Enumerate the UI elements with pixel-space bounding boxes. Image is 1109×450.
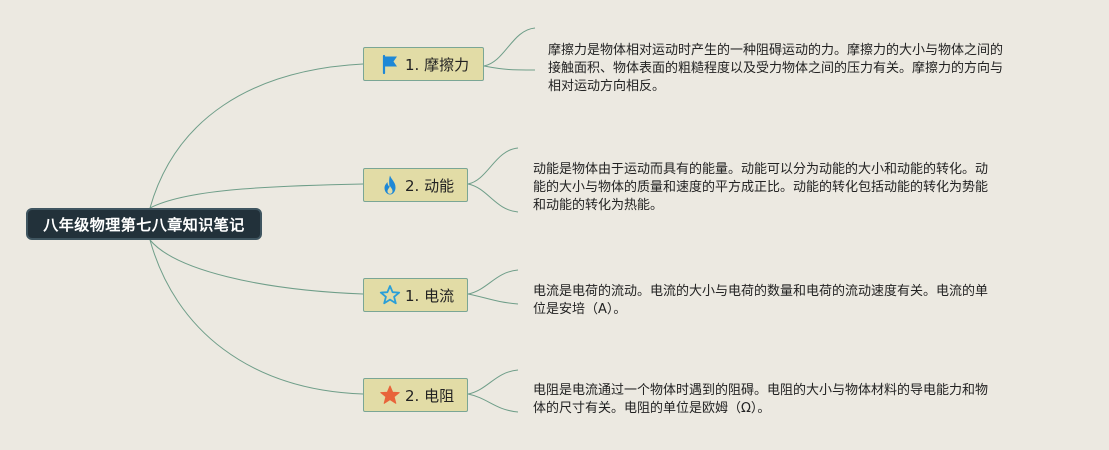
topic-resistance[interactable]: 2. 电阻 (363, 378, 468, 412)
note-friction: 摩擦力是物体相对运动时产生的一种阻碍运动的力。摩擦力的大小与物体之间的 接触面积… (548, 42, 1058, 96)
bracket-note-2 (467, 147, 519, 213)
note-resistance: 电阻是电流通过一个物体时遇到的阻碍。电阻的大小与物体材料的导电能力和物 体的尺寸… (533, 382, 1053, 418)
note-line: 动能是物体由于运动而具有的能量。动能可以分为动能的大小和动能的转化。动 (533, 162, 989, 177)
topic-friction[interactable]: 1. 摩擦力 (363, 47, 484, 81)
note-line: 电阻是电流通过一个物体时遇到的阻碍。电阻的大小与物体材料的导电能力和物 (533, 383, 989, 398)
note-electric-current: 电流是电荷的流动。电流的大小与电荷的数量和电荷的流动速度有关。电流的单 位是安培… (533, 283, 1053, 319)
topic-label: 1. 摩擦力 (405, 55, 470, 74)
note-line: 相对运动方向相反。 (548, 79, 666, 94)
flame-icon (379, 174, 401, 196)
topic-label: 2. 动能 (405, 176, 455, 195)
connector-root-topic-3 (149, 239, 364, 295)
note-line: 和动能的转化为热能。 (533, 198, 664, 213)
star-outline-icon (379, 284, 401, 306)
connector-root-topic-2 (149, 183, 364, 209)
topic-label: 1. 电流 (405, 286, 455, 305)
note-line: 能的大小与物体的质量和速度的平方成正比。动能的转化包括动能的转化为势能 (533, 180, 989, 195)
root-topic-label: 八年级物理第七八章知识笔记 (43, 215, 245, 234)
note-line: 接触面积、物体表面的粗糙程度以及受力物体之间的压力有关。摩擦力的方向与 (548, 61, 1004, 76)
topic-label: 2. 电阻 (405, 386, 455, 405)
connector-root-topic-4 (149, 239, 364, 395)
note-line: 电流是电荷的流动。电流的大小与电荷的数量和电荷的流动速度有关。电流的单 (533, 284, 989, 299)
star-filled-icon (379, 384, 401, 406)
note-line: 体的尺寸有关。电阻的单位是欧姆（Ω）。 (533, 401, 771, 416)
root-topic[interactable]: 八年级物理第七八章知识笔记 (26, 208, 262, 240)
topic-electric-current[interactable]: 1. 电流 (363, 278, 468, 312)
bracket-note-4 (467, 369, 519, 413)
note-line: 摩擦力是物体相对运动时产生的一种阻碍运动的力。摩擦力的大小与物体之间的 (548, 43, 1004, 58)
note-line: 位是安培（A）。 (533, 302, 627, 317)
topic-kinetic-energy[interactable]: 2. 动能 (363, 168, 468, 202)
connector-root-topic-1 (149, 63, 364, 209)
note-kinetic-energy: 动能是物体由于运动而具有的能量。动能可以分为动能的大小和动能的转化。动 能的大小… (533, 161, 1053, 215)
bracket-note-3 (467, 269, 519, 305)
bracket-note-1 (483, 27, 536, 71)
flag-icon (379, 53, 401, 75)
